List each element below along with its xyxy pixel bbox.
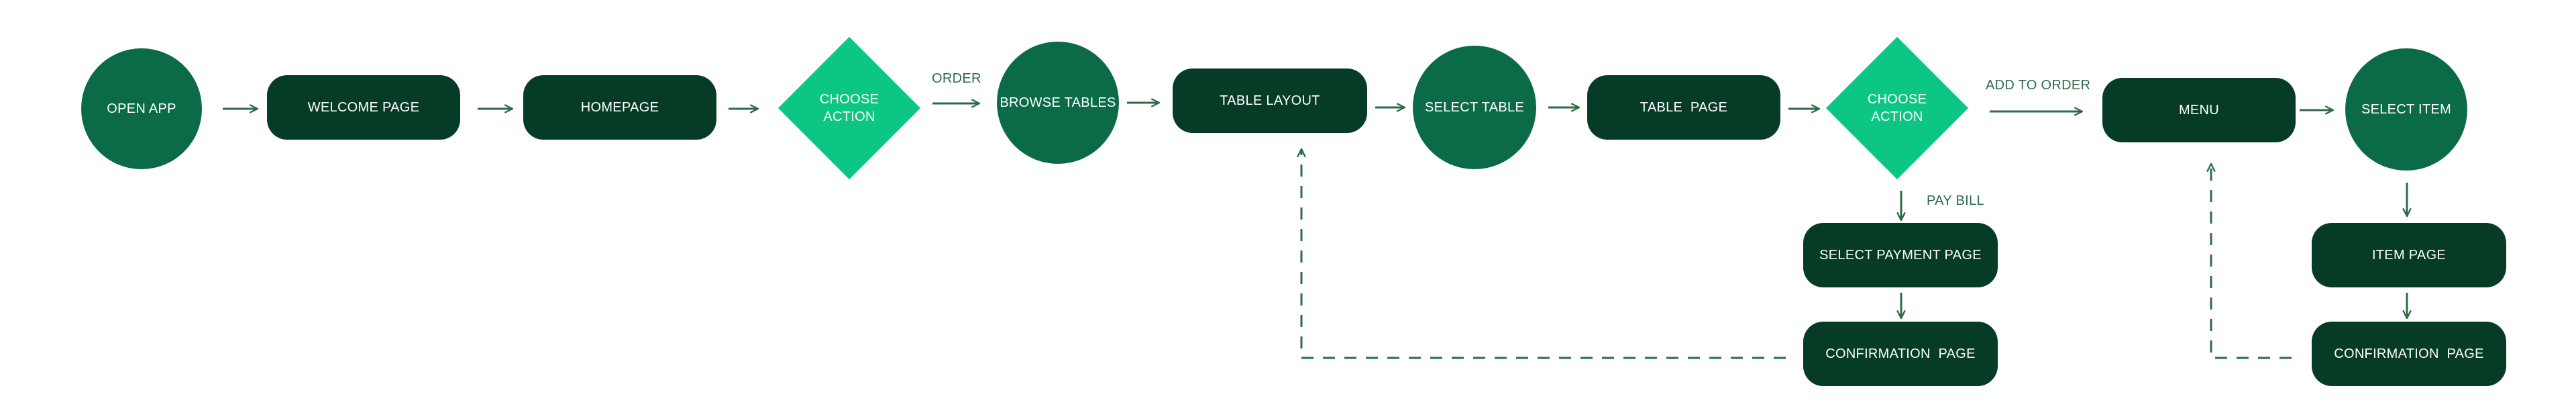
node-browse-tables-label: BROWSE TABLES (1000, 95, 1116, 110)
node-confirmation-page-2: CONFIRMATION PAGE (2312, 322, 2506, 386)
edge-label-pay-bill: PAY BILL (1927, 193, 1984, 208)
dashed-return-confirmation-to-menu (2211, 164, 2292, 359)
node-item-page-label: ITEM PAGE (2371, 248, 2447, 263)
node-homepage-label: HOMEPAGE (580, 100, 659, 115)
node-choose-action-2: CHOOSE ACTION (1825, 36, 1969, 180)
node-table-page: TABLE PAGE (1587, 75, 1780, 140)
node-choose-action-1: CHOOSE ACTION (777, 36, 921, 180)
node-select-table-label: SELECT TABLE (1424, 100, 1525, 115)
node-open-app-label: OPEN APP (107, 101, 176, 116)
node-table-layout-label: TABLE LAYOUT (1220, 93, 1320, 108)
node-browse-tables: BROWSE TABLES (997, 42, 1119, 164)
node-menu: MENU (2102, 78, 2296, 142)
node-table-layout: TABLE LAYOUT (1173, 68, 1367, 133)
node-select-item: SELECT ITEM (2345, 48, 2467, 171)
edge-label-add-to-order: ADD TO ORDER (1986, 78, 2091, 93)
node-select-payment-page: SELECT PAYMENT PAGE (1803, 223, 1998, 287)
node-open-app: OPEN APP (81, 48, 202, 169)
node-select-table: SELECT TABLE (1413, 46, 1536, 169)
node-welcome-page-label: WELCOME PAGE (307, 100, 420, 115)
node-confirmation-page-2-label: CONFIRMATION PAGE (2334, 346, 2484, 361)
node-confirmation-page-1-label: CONFIRMATION PAGE (1825, 346, 1976, 361)
dashed-return-confirmation-to-table-layout (1301, 149, 1786, 359)
node-select-item-label: SELECT ITEM (2361, 102, 2452, 117)
edge-label-order: ORDER (932, 71, 981, 86)
node-confirmation-page-1: CONFIRMATION PAGE (1803, 322, 1998, 386)
node-homepage: HOMEPAGE (523, 75, 716, 140)
node-table-page-label: TABLE PAGE (1640, 100, 1728, 115)
node-choose-action-2-label: CHOOSE ACTION (1867, 92, 1927, 124)
node-welcome-page: WELCOME PAGE (267, 75, 460, 140)
node-choose-action-1-label: CHOOSE ACTION (819, 92, 879, 124)
node-select-payment-page-label: SELECT PAYMENT PAGE (1819, 248, 1982, 263)
node-menu-label: MENU (2178, 103, 2220, 118)
node-item-page: ITEM PAGE (2312, 223, 2506, 287)
